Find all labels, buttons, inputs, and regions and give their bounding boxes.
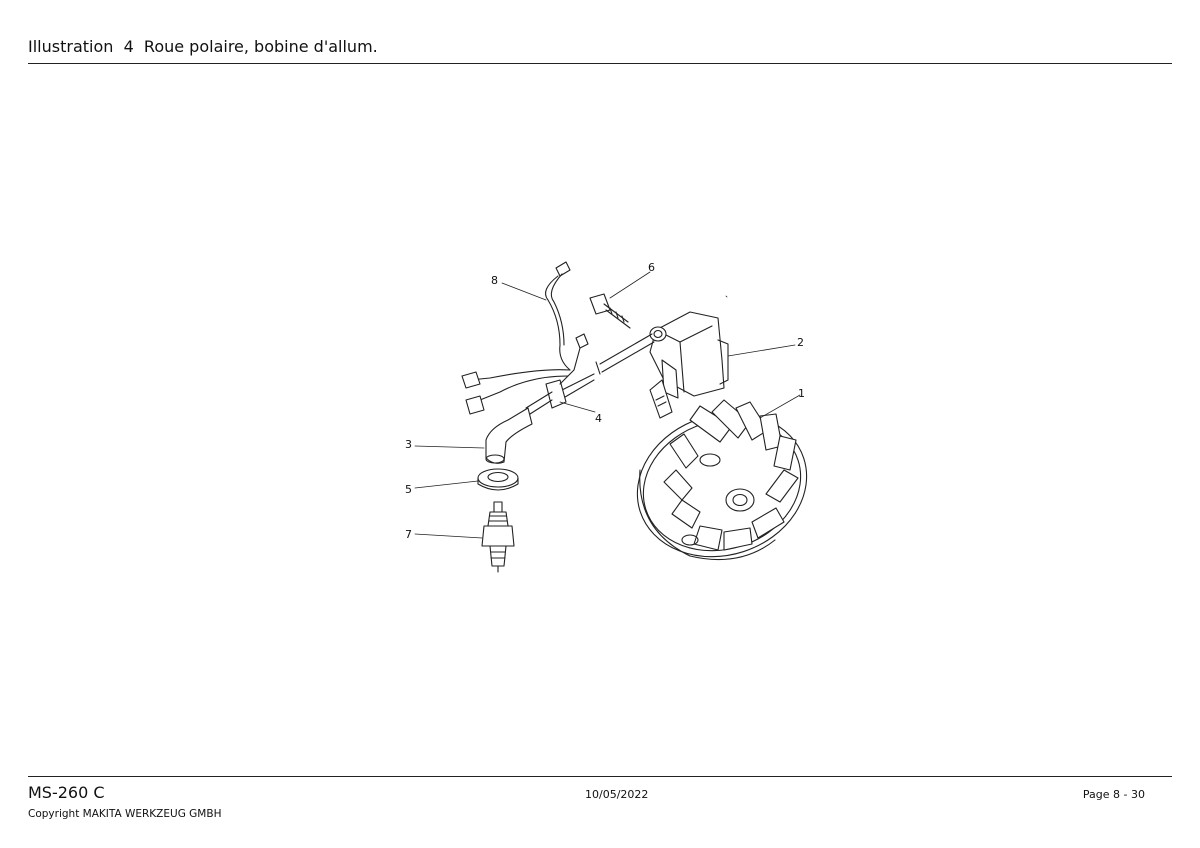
- callout-5: 5: [405, 483, 412, 496]
- callout-7: 7: [405, 528, 412, 541]
- callout-3: 3: [405, 438, 412, 451]
- screw-part: [589, 293, 631, 329]
- header-divider: [28, 63, 1172, 64]
- copyright-notice: Copyright MAKITA WERKZEUG GMBH: [28, 808, 222, 820]
- washer-part: [477, 468, 519, 491]
- flywheel-part: [636, 399, 808, 561]
- wire-harness-part: [461, 261, 589, 415]
- document-date: 10/05/2022: [585, 788, 649, 801]
- callout-2: 2: [797, 336, 804, 349]
- ignition-coil-part: [649, 311, 729, 419]
- spark-plug-boot-part: [485, 407, 533, 464]
- callout-6: 6: [648, 261, 655, 274]
- callout-8: 8: [491, 274, 498, 287]
- ht-lead: [599, 333, 653, 365]
- callout-4: 4: [595, 412, 602, 425]
- footer-divider: [28, 776, 1172, 777]
- page-number: Page 8 - 30: [1082, 788, 1145, 801]
- spark-plug-part: [481, 501, 515, 573]
- lead-clip-part: [525, 373, 595, 415]
- exploded-parts-diagram: 1 2 3 4 5 6 7 8: [405, 261, 808, 573]
- callout-1: 1: [798, 387, 805, 400]
- page-title: Illustration 4 Roue polaire, bobine d'al…: [28, 37, 378, 56]
- model-name: MS-260 C: [28, 783, 105, 802]
